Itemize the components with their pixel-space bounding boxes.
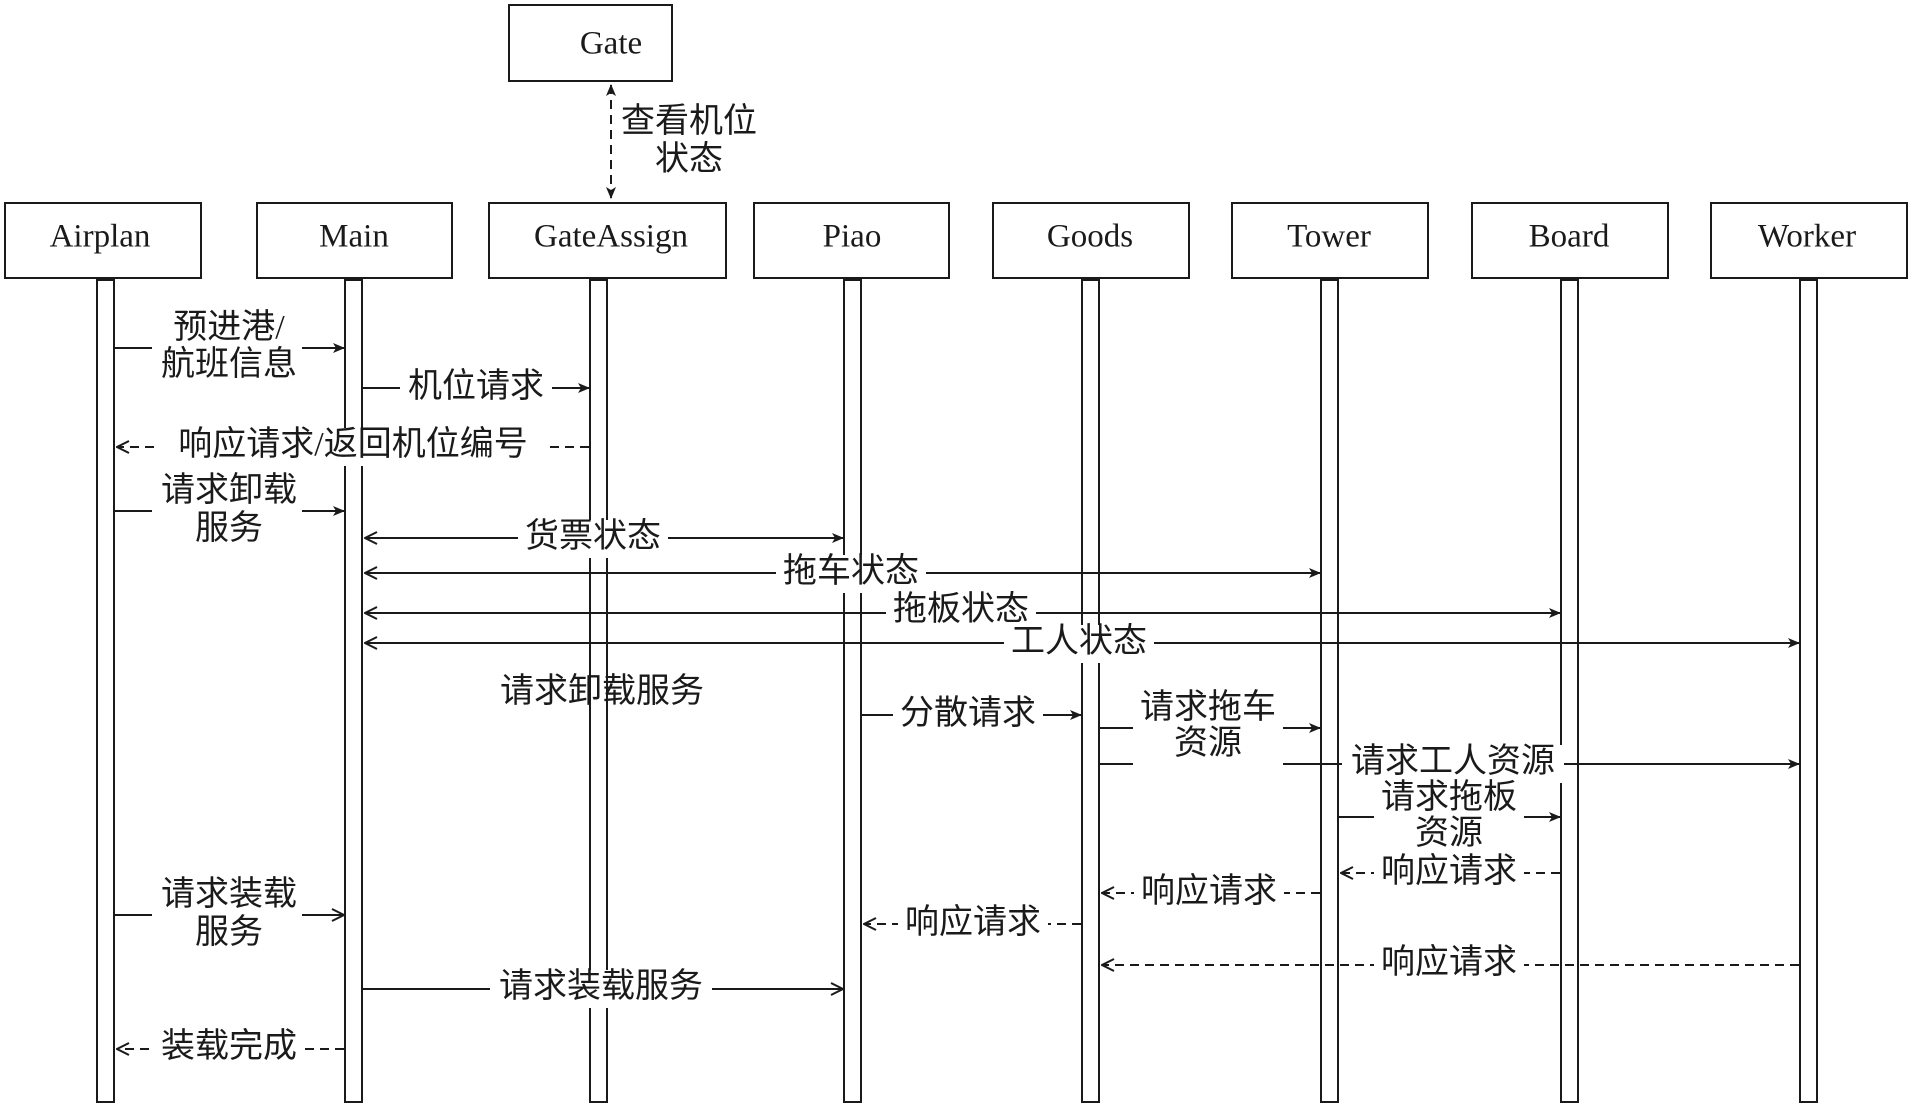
msg-0-label: 预进港/ 航班信息 [152, 309, 302, 386]
svg-text:请求工人资源: 请求工人资源 [1351, 743, 1555, 780]
message-labels: 预进港/ 航班信息 机位请求 响应请求/返回机位编号 请求卸载 服务 货票状态 … [152, 309, 1564, 1068]
lifeline-piao [843, 279, 862, 1103]
msg-1-label: 机位请求 [400, 367, 552, 408]
msg-19-label: 装载完成 [152, 1027, 302, 1068]
msg-14-label: 响应请求 [1134, 872, 1284, 913]
msg-6-label: 拖板状态 [886, 590, 1036, 631]
svg-text:资源: 资源 [1174, 725, 1242, 762]
actor-board-label: Board [1529, 219, 1610, 255]
svg-text:请求装载服务: 请求装载服务 [499, 967, 703, 1005]
msg-3-label: 请求卸载 服务 [152, 471, 302, 550]
lifeline-board [1560, 279, 1579, 1103]
lifeline-tower [1320, 279, 1339, 1103]
lifeline-airplan [96, 279, 115, 1103]
gate-status-label-line-1: 查看机位 [621, 102, 757, 140]
msg-8-note: 请求卸载服务 [500, 672, 704, 710]
svg-text:响应请求/返回机位编号: 响应请求/返回机位编号 [178, 425, 527, 463]
svg-text:请求拖板: 请求拖板 [1381, 778, 1517, 816]
msg-12-label: 请求拖板 资源 [1374, 778, 1524, 855]
lifeline-worker [1799, 279, 1818, 1103]
msg-11-label: 请求工人资源 [1342, 743, 1564, 783]
svg-text:响应请求: 响应请求 [1381, 852, 1517, 890]
lifelines [96, 279, 1818, 1103]
actor-goods: Goods [992, 202, 1190, 279]
msg-16-label: 响应请求 [898, 903, 1048, 944]
svg-text:响应请求: 响应请求 [1381, 943, 1517, 981]
svg-text:航班信息: 航班信息 [161, 345, 297, 383]
svg-text:请求拖车: 请求拖车 [1140, 688, 1276, 726]
actor-gateassign-label: GateAssign [534, 219, 688, 255]
msg-15-label: 请求装载 服务 [152, 875, 302, 953]
svg-text:服务: 服务 [195, 913, 263, 951]
svg-text:请求卸载服务: 请求卸载服务 [500, 672, 704, 710]
lifeline-main [344, 279, 363, 1103]
actor-gateassign: GateAssign [488, 202, 727, 279]
actor-worker: Worker [1710, 202, 1908, 279]
actor-goods-label: Goods [1047, 219, 1133, 255]
actor-worker-label: Worker [1758, 219, 1856, 255]
svg-text:请求装载: 请求装载 [161, 875, 297, 913]
actor-airplan: Airplan [4, 202, 202, 279]
svg-text:响应请求: 响应请求 [1141, 872, 1277, 910]
actor-main-label: Main [319, 219, 389, 255]
svg-text:资源: 资源 [1415, 815, 1483, 852]
actor-tower-label: Tower [1287, 219, 1371, 255]
actor-board: Board [1471, 202, 1669, 279]
actor-piao: Piao [753, 202, 950, 279]
lifeline-goods [1081, 279, 1100, 1103]
msg-5-label: 拖车状态 [776, 552, 926, 593]
msg-10-label: 请求拖车 资源 [1133, 688, 1283, 766]
gate-status-label-line-2: 状态 [655, 140, 723, 178]
msg-9-label: 分散请求 [893, 694, 1043, 735]
actor-piao-label: Piao [823, 219, 882, 255]
msg-17-label: 响应请求 [1374, 943, 1524, 984]
svg-text:分散请求: 分散请求 [900, 694, 1036, 732]
svg-text:工人状态: 工人状态 [1011, 622, 1147, 660]
svg-text:请求卸载: 请求卸载 [161, 471, 297, 509]
actor-gate-label: Gate [580, 26, 642, 62]
svg-text:服务: 服务 [195, 509, 263, 547]
msg-7-label: 工人状态 [1004, 622, 1154, 663]
gate-status-link: 查看机位 状态 [606, 84, 757, 199]
actor-airplan-label: Airplan [50, 219, 151, 255]
svg-text:拖板状态: 拖板状态 [893, 590, 1029, 628]
svg-text:装载完成: 装载完成 [161, 1027, 297, 1065]
msg-4-label: 货票状态 [518, 517, 668, 558]
actor-gate: Gate [508, 4, 673, 82]
svg-text:货票状态: 货票状态 [525, 517, 661, 555]
actor-tower: Tower [1231, 202, 1429, 279]
msg-13-label: 响应请求 [1374, 852, 1524, 893]
actor-main: Main [256, 202, 453, 279]
msg-18-label: 请求装载服务 [490, 967, 712, 1008]
msg-2-label: 响应请求/返回机位编号 [158, 425, 548, 466]
svg-text:机位请求: 机位请求 [408, 367, 544, 405]
svg-text:响应请求: 响应请求 [905, 903, 1041, 941]
svg-text:预进港/: 预进港/ [173, 309, 285, 346]
svg-text:拖车状态: 拖车状态 [783, 552, 919, 590]
lifeline-gateassign [589, 279, 608, 1103]
